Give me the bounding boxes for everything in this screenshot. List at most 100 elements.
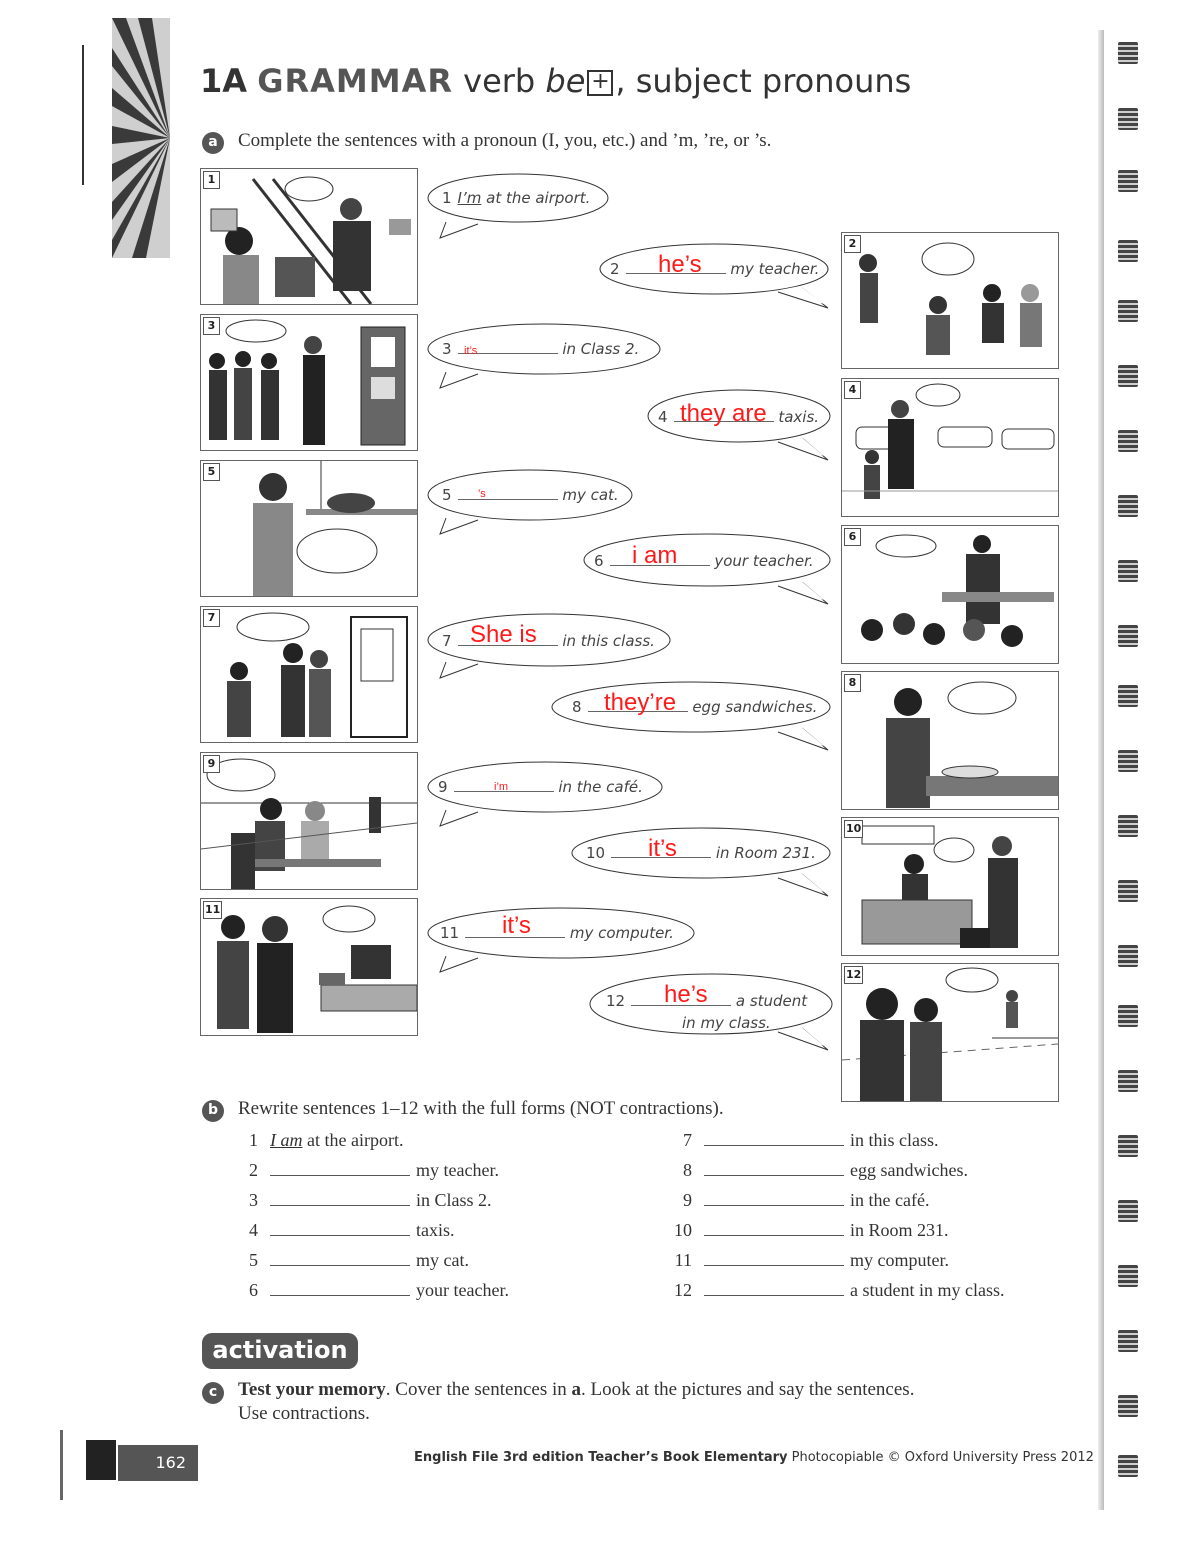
answer-blank[interactable] (270, 1294, 410, 1296)
picture-number: 4 (844, 381, 861, 399)
picture-number: 6 (844, 528, 861, 546)
picture-panel-4: 4 (841, 378, 1059, 517)
speech-bubble-5: 5 my cat. ’s (426, 468, 636, 538)
item-text: in Room 231. (715, 844, 816, 862)
topic-text: verb (463, 62, 536, 100)
answer-blank[interactable] (704, 1264, 844, 1266)
handwritten-answer-12: he’s (664, 981, 708, 1008)
speech-bubble-11: 11 my computer. it’s (426, 906, 696, 976)
line-text: in Class 2. (416, 1190, 492, 1210)
answer-blank[interactable] (704, 1234, 844, 1236)
item-number: 10 (586, 844, 606, 862)
answer-blank[interactable] (704, 1204, 844, 1206)
answer-blank[interactable] (704, 1174, 844, 1176)
unit-number: 1A (200, 62, 248, 100)
line-number: 7 (683, 1130, 692, 1150)
line-text: my teacher. (416, 1160, 499, 1180)
exercise-a-instruction: Complete the sentences with a pronoun (I… (238, 130, 772, 151)
line-number: 4 (249, 1220, 258, 1240)
rewrite-line-1: 1 I am at the airport. (238, 1130, 403, 1151)
positive-box: + (587, 70, 614, 96)
exercise-c-instruction: Test your memory. Cover the sentences in… (238, 1379, 914, 1401)
picture-panel-6: 6 (841, 525, 1059, 664)
line-number: 11 (674, 1250, 692, 1270)
exercise-b-badge: b (202, 1100, 224, 1122)
instruction-text: . Cover the sentences in (385, 1379, 572, 1400)
answer-blank[interactable] (270, 1264, 410, 1266)
answer-blank[interactable] (270, 1174, 410, 1176)
instruction-text: . Look at the pictures and say the sente… (581, 1379, 915, 1400)
picture-number: 1 (203, 171, 220, 189)
speech-bubble-7: 7 in this class. She is (426, 612, 672, 682)
handwritten-answer-5: ’s (478, 488, 486, 500)
speech-bubble-9: 9 in the café. i’m (426, 760, 664, 830)
binding-shadow (1098, 30, 1104, 1510)
item-text: my cat. (562, 486, 619, 504)
answer-blank[interactable] (704, 1294, 844, 1296)
line-text: at the airport. (307, 1130, 404, 1150)
footer-credit: English File 3rd edition Teacher’s Book … (414, 1450, 1094, 1465)
item-text: my computer. (569, 924, 674, 942)
activation-heading: activation (202, 1333, 358, 1369)
picture-number: 7 (203, 609, 220, 627)
line-number: 1 (249, 1130, 258, 1150)
item-text: in Class 2. (562, 340, 640, 358)
item-number: 2 (610, 260, 620, 278)
picture-number: 5 (203, 463, 220, 481)
item-number: 6 (594, 552, 604, 570)
line-text: a student in my class. (850, 1280, 1005, 1300)
picture-panel-1: 1 (200, 168, 418, 305)
speech-bubble-12: 12 a student in my class. he’s (588, 972, 834, 1054)
spiral-binding (1104, 30, 1144, 1510)
answer-blank[interactable] (270, 1234, 410, 1236)
handwritten-answer-8: they’re (604, 689, 677, 716)
item-text: in the café. (558, 778, 643, 796)
speech-bubble-4: 4 taxis. they are (646, 388, 832, 464)
item-text: egg sandwiches. (692, 698, 818, 716)
speech-bubble-3: 3 in Class 2. it’s (426, 322, 662, 392)
handwritten-answer-3: it’s (464, 345, 478, 357)
example-answer: I’m (457, 189, 482, 207)
handwritten-answer-6: i am (632, 542, 678, 569)
picture-panel-8: 8 (841, 671, 1059, 810)
item-text: taxis. (778, 408, 820, 426)
page-number: 162 (118, 1445, 198, 1481)
picture-number: 11 (203, 901, 223, 919)
exercise-b-instruction: Rewrite sentences 1–12 with the full for… (238, 1098, 724, 1119)
answer-blank[interactable] (704, 1144, 844, 1146)
answer-blank[interactable] (270, 1204, 410, 1206)
picture-number: 9 (203, 755, 220, 773)
line-number: 5 (249, 1250, 258, 1270)
line-number: 6 (249, 1280, 258, 1300)
handwritten-answer-2: he’s (658, 251, 702, 278)
line-text: in this class. (850, 1130, 939, 1150)
picture-panel-12: 12 (841, 963, 1059, 1102)
instruction-bold: Test your memory (238, 1379, 386, 1400)
picture-panel-2: 2 (841, 232, 1059, 369)
item-text: your teacher. (714, 552, 814, 570)
exercise-c-instruction-line2: Use contractions. (238, 1403, 370, 1424)
picture-panel-3: 3 (200, 314, 418, 451)
exercise-c-badge: c (202, 1382, 224, 1404)
page-title: 1A GRAMMAR verb be+, subject pronouns (200, 62, 911, 100)
handwritten-answer-4: they are (680, 400, 767, 427)
rewrite-line-7: 7 in this class. (664, 1130, 939, 1151)
exercise-a-badge: a (202, 132, 224, 154)
picture-panel-7: 7 (200, 606, 418, 743)
picture-panel-9: 9 (200, 752, 418, 890)
example-answer: I am (270, 1130, 303, 1150)
item-number: 5 (442, 486, 452, 504)
handwritten-answer-11: it’s (502, 912, 531, 939)
decorative-sunburst (112, 18, 170, 258)
item-number: 11 (440, 924, 460, 942)
picture-panel-11: 11 (200, 898, 418, 1036)
section-name: GRAMMAR (257, 62, 453, 100)
margin-line (60, 1430, 63, 1500)
page-tab-dark (86, 1440, 116, 1480)
instruction-bold-a: a (571, 1379, 582, 1400)
